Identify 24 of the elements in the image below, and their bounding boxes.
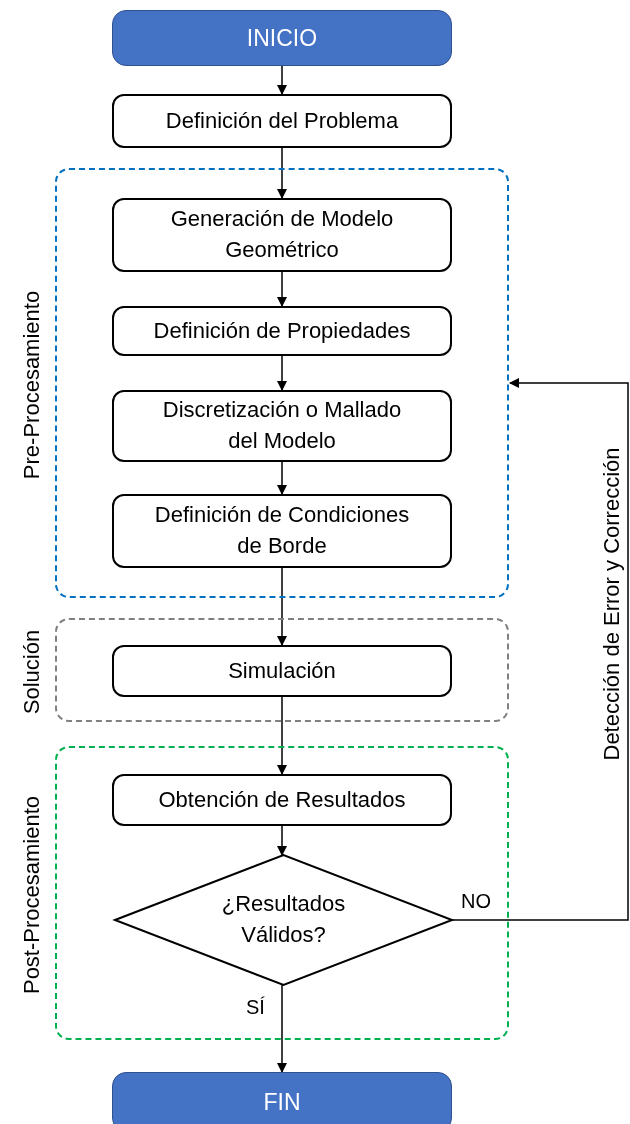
- process-box: Generación de Modelo Geométrico: [112, 198, 452, 272]
- decision-text: ¿Resultados Válidos?: [220, 890, 347, 949]
- process-box: Discretización o Mallado del Modelo: [112, 390, 452, 462]
- arrow: [277, 271, 287, 307]
- arrow: [277, 825, 287, 856]
- phase-heading: Solución: [17, 629, 45, 715]
- arrow: [277, 984, 287, 1073]
- phase-heading: Post-Procesamiento: [17, 795, 45, 995]
- arrow: [277, 461, 287, 495]
- arrow: [277, 355, 287, 391]
- terminal-box: INICIO: [112, 10, 452, 66]
- phase-heading: Pre-Procesamiento: [17, 290, 45, 480]
- process-box: Simulación: [112, 645, 452, 697]
- arrow: [277, 65, 287, 95]
- arrow: [277, 147, 287, 199]
- terminal-box: FIN: [112, 1072, 452, 1124]
- arrow: [277, 696, 287, 775]
- process-box: Definición del Problema: [112, 94, 452, 148]
- process-box: Definición de Propiedades: [112, 306, 452, 356]
- arrow: [451, 378, 629, 921]
- arrow: [277, 567, 287, 646]
- process-box: Definición de Condiciones de Borde: [112, 494, 452, 568]
- loop-label: Detección de Error y Corrección: [599, 447, 625, 761]
- process-box: Obtención de Resultados: [112, 774, 452, 826]
